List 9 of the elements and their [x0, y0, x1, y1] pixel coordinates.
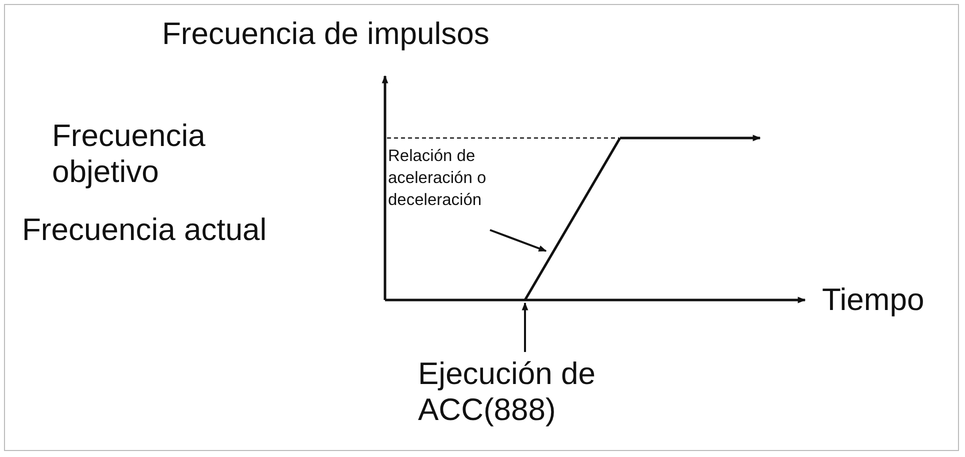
- annotation-text: Ejecución de ACC(888): [418, 356, 638, 428]
- ramp-line: [524, 137, 622, 301]
- annotation-text: Relación de aceleración o deceleración: [388, 145, 488, 211]
- arrow: [522, 302, 528, 352]
- axis-title: Tiempo: [822, 282, 926, 318]
- axis-title: Frecuencia de impulsos: [162, 16, 490, 52]
- axis-label: Frecuencia actual: [22, 212, 268, 248]
- arrow: [490, 229, 547, 252]
- axis-label: Frecuencia objetivo: [52, 118, 206, 190]
